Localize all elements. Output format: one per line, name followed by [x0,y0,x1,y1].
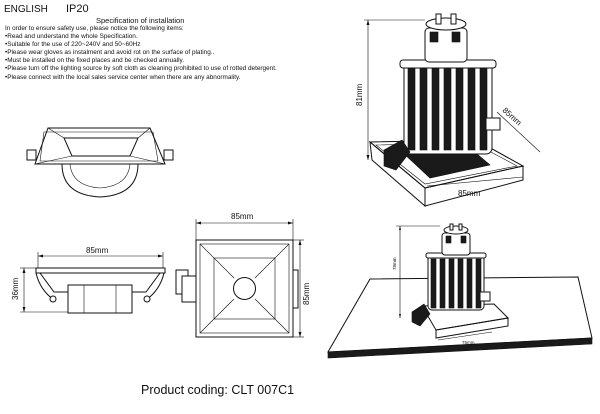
instruction-notes: In order to ensure safety use, please no… [5,25,277,82]
note-item: •Suitable for the use of 220~240V and 50… [5,41,141,49]
front-width-label: 85mm [86,246,109,255]
note-item: •Please connect with the local sales ser… [5,73,241,81]
width-85-bottom-label: 85mm [458,189,481,198]
note-item: •Please turn off the lighting source by … [5,65,277,73]
top-height-label: 85mm [302,282,311,305]
spec-title: Specification of installation [96,16,185,25]
note-item: •Please wear gloves as instalment and av… [5,49,215,57]
language-label: ENGLISH [4,4,48,15]
note-item: •Must be installed on the fixed places a… [5,57,185,65]
height-81-label: 81mm [355,83,364,106]
install-width-label: 75mm [462,340,475,345]
top-width-label: 85mm [231,212,254,221]
note-item: In order to ensure safety use, please no… [5,25,184,32]
note-item: •Read and understand the whole Specifica… [5,33,138,41]
ip-rating: IP20 [66,3,89,15]
product-coding: Product coding: CLT 007C1 [141,383,295,397]
front-height-label: 36mm [11,277,20,300]
install-height-label: 78mm [392,257,397,270]
